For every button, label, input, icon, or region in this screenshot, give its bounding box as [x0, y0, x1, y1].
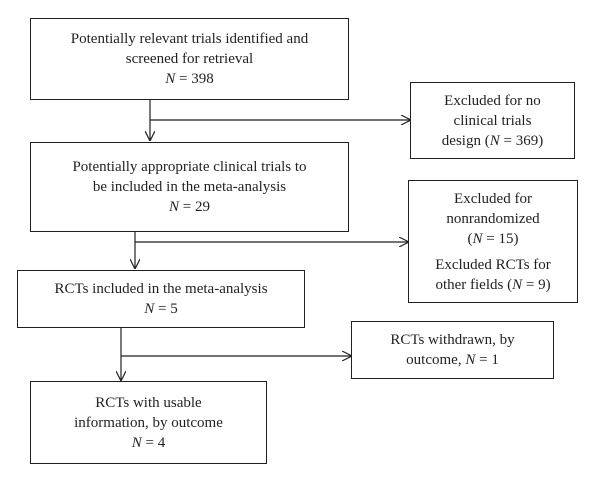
box-excluded-design-line-2: clinical trials [453, 112, 532, 129]
box-rcts-included-line-1: RCTs included in the meta-analysis [54, 281, 268, 297]
box-usable-count: N = 4 [131, 434, 166, 451]
box-appropriate: Potentially appropriate clinical trials … [30, 142, 349, 232]
box-rcts-included-count: N = 5 [144, 301, 178, 317]
box-excluded-multi: Excluded for nonrandomized (N = 15) Excl… [408, 180, 578, 303]
box-appropriate-line-2: be included in the meta-analysis [92, 179, 287, 195]
box-appropriate-count: N = 29 [169, 199, 210, 215]
box-appropriate-line-1: Potentially appropriate clinical trials … [72, 159, 307, 175]
box-screened-count: N = 398 [165, 71, 214, 87]
box-excluded-multi-item1-count: (N = 15) [467, 230, 519, 247]
box-excluded-design: Excluded for no clinical trials design (… [410, 82, 575, 159]
box-withdrawn-line-1: RCTs withdrawn, by [390, 332, 515, 348]
box-withdrawn-count: outcome, N = 1 [406, 352, 499, 368]
box-screened-line-2: screened for retrieval [125, 51, 254, 67]
box-usable-line-1: RCTs with usable [95, 394, 202, 411]
box-excluded-multi-item1-line-1: Excluded for [454, 190, 532, 207]
box-screened: Potentially relevant trials identified a… [30, 18, 349, 100]
box-usable: RCTs with usable information, by outcome… [30, 381, 267, 464]
box-usable-line-2: information, by outcome [74, 414, 223, 431]
box-excluded-design-count: design (N = 369) [441, 132, 544, 149]
box-excluded-multi-item2-count: other fields (N = 9) [435, 276, 551, 293]
box-rcts-included: RCTs included in the meta-analysis N = 5 [17, 270, 305, 328]
box-screened-line-1: Potentially relevant trials identified a… [70, 31, 309, 47]
box-excluded-multi-item1-line-2: nonrandomized [446, 210, 540, 227]
box-withdrawn: RCTs withdrawn, by outcome, N = 1 [351, 321, 554, 379]
box-excluded-design-line-1: Excluded for no [444, 92, 541, 109]
box-excluded-multi-item2-line-1: Excluded RCTs for [435, 256, 551, 273]
